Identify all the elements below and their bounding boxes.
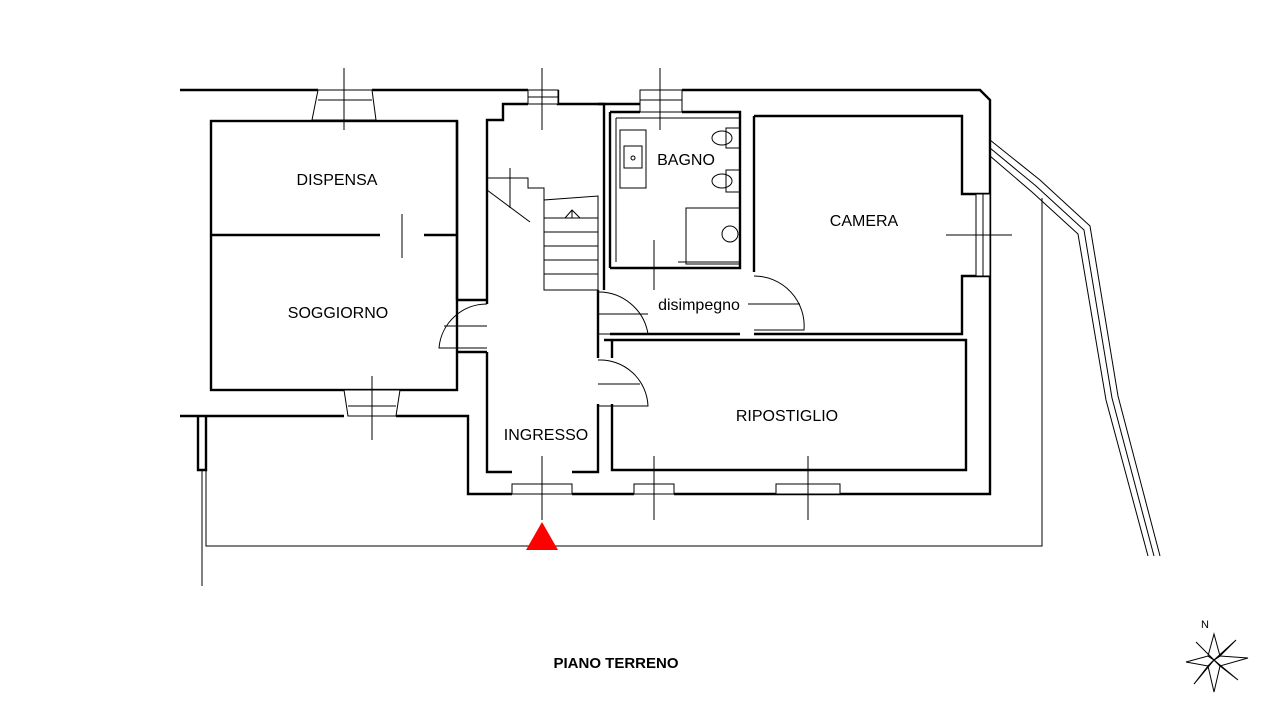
axis-lines: [343, 68, 1012, 520]
room-label-dispensa: DISPENSA: [297, 172, 378, 189]
entrance-marker: [526, 522, 558, 550]
room-label-ripostiglio: RIPOSTIGLIO: [736, 408, 838, 425]
room-label-disimpegno: disimpegno: [658, 297, 740, 314]
left-block-walls: [209, 119, 487, 392]
compass-rose-icon: N: [1185, 619, 1249, 693]
stair-walls: [485, 102, 606, 474]
doors: [438, 275, 805, 407]
room-labels: DISPENSA SOGGIORNO BAGNO CAMERA disimpeg…: [288, 152, 899, 444]
room-label-soggiorno: SOGGIORNO: [288, 305, 388, 322]
room-label-bagno: BAGNO: [657, 152, 715, 169]
north-label: N: [1201, 619, 1209, 631]
room-label-camera: CAMERA: [830, 213, 899, 230]
plan-title: PIANO TERRENO: [553, 655, 678, 672]
windows: [311, 89, 991, 495]
site-lines: [201, 139, 1161, 586]
room-label-ingresso: INGRESSO: [504, 427, 588, 444]
